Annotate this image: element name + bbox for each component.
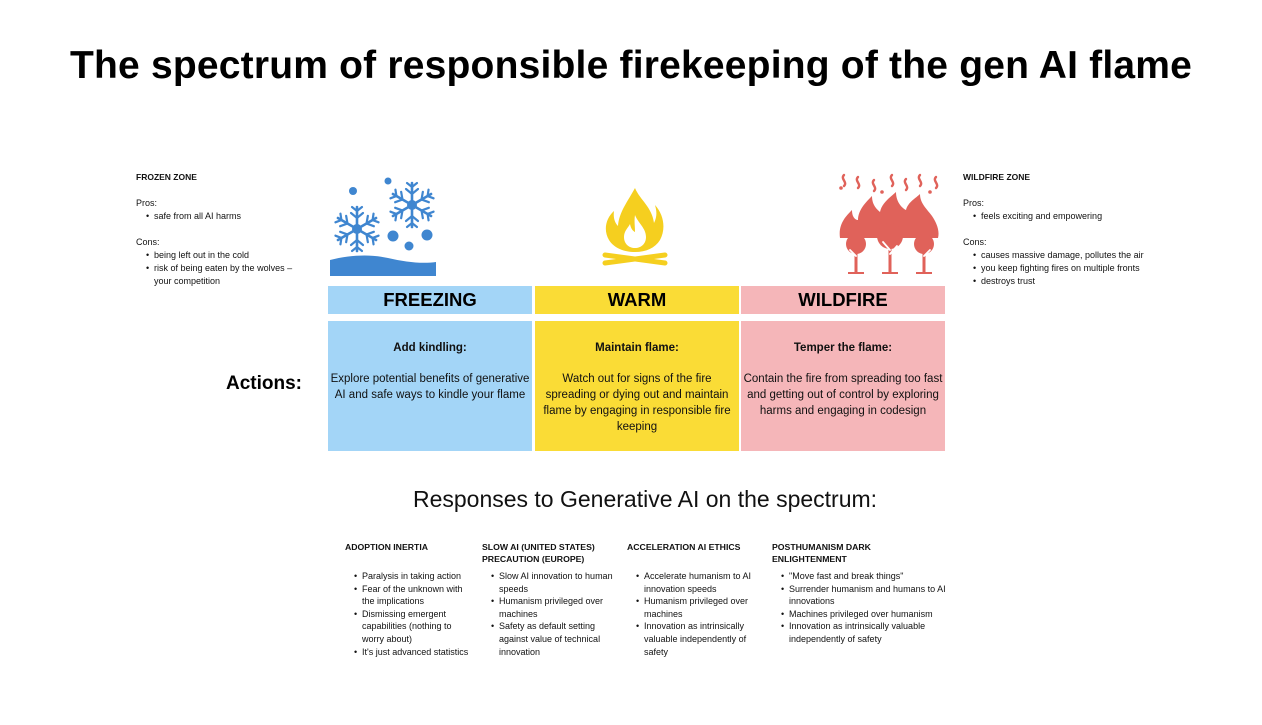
wildfire-cons-label: Cons: xyxy=(963,236,987,247)
response-heading: SLOW AI (UNITED STATES) PRECAUTION (EURO… xyxy=(482,542,595,564)
list-item: Fear of the unknown with the implication… xyxy=(354,583,475,608)
list-item: Slow AI innovation to human speeds xyxy=(491,570,622,595)
frozen-cons-label: Cons: xyxy=(136,236,160,247)
page-title: The spectrum of responsible firekeeping … xyxy=(69,44,1193,87)
list-item: Humanism privileged over machines xyxy=(491,595,622,620)
response-list: Paralysis in taking action Fear of the u… xyxy=(345,570,475,658)
list-item: feels exciting and empowering xyxy=(973,210,1173,223)
list-item: destroys trust xyxy=(973,275,1173,288)
list-item: you keep fighting fires on multiple fron… xyxy=(973,262,1173,275)
wildfire-zone-heading: WILDFIRE ZONE xyxy=(963,172,1031,182)
action-text: Watch out for signs of the fire spreadin… xyxy=(543,373,731,433)
action-title: Temper the flame: xyxy=(793,342,893,354)
response-acceleration-ethics: ACCELERATION AI ETHICS Accelerate humani… xyxy=(627,541,762,658)
wildfire-pros-label: Pros: xyxy=(963,197,985,208)
action-title: Maintain flame: xyxy=(595,342,679,354)
list-item: Surrender humanism and humans to AI inno… xyxy=(781,583,947,608)
list-item: It's just advanced statistics xyxy=(354,646,475,659)
actions-label: Actions: xyxy=(226,373,302,394)
phase-freezing: FREEZING xyxy=(328,286,532,314)
list-item: causes massive damage, pollutes the air xyxy=(973,249,1173,262)
response-posthumanism: POSTHUMANISM DARK ENLIGHTENMENT "Move fa… xyxy=(772,541,947,646)
frozen-zone-heading: FROZEN ZONE xyxy=(136,172,197,182)
wildfire-zone-notes: WILDFIRE ZONE Pros: feels exciting and e… xyxy=(963,171,1173,287)
responses-subtitle: Responses to Generative AI on the spectr… xyxy=(412,486,878,512)
frozen-pros-list: safe from all AI harms xyxy=(136,210,311,223)
phase-warm: WARM xyxy=(535,286,739,314)
response-heading: ADOPTION INERTIA xyxy=(345,542,429,552)
wildfire-cons-list: causes massive damage, pollutes the air … xyxy=(963,249,1173,287)
list-item: Accelerate humanism to AI innovation spe… xyxy=(636,570,762,595)
snowflake-icon xyxy=(330,176,438,278)
list-item: "Move fast and break things" xyxy=(781,570,947,583)
response-heading: ACCELERATION AI ETHICS xyxy=(627,542,741,552)
list-item: Machines privileged over humanism xyxy=(781,608,947,621)
campfire-icon xyxy=(600,185,670,267)
response-list: Accelerate humanism to AI innovation spe… xyxy=(627,570,762,658)
list-item: Innovation as intrinsically valuable ind… xyxy=(636,620,762,658)
response-list: "Move fast and break things" Surrender h… xyxy=(772,570,947,646)
action-title: Add kindling: xyxy=(393,342,467,354)
action-box-freezing: Add kindling: Explore potential benefits… xyxy=(328,321,532,451)
action-text: Explore potential benefits of generative… xyxy=(330,373,530,401)
list-item: risk of being eaten by the wolves – your… xyxy=(146,262,311,287)
list-item: Dismissing emergent capabilities (nothin… xyxy=(354,608,475,646)
phase-wildfire: WILDFIRE xyxy=(741,286,945,314)
list-item: safe from all AI harms xyxy=(146,210,311,223)
list-item: Humanism privileged over machines xyxy=(636,595,762,620)
list-item: Safety as default setting against value … xyxy=(491,620,622,658)
response-list: Slow AI innovation to human speeds Human… xyxy=(482,570,622,658)
wildfire-pros-list: feels exciting and empowering xyxy=(963,210,1173,223)
response-heading: POSTHUMANISM DARK ENLIGHTENMENT xyxy=(772,542,871,564)
list-item: being left out in the cold xyxy=(146,249,311,262)
wildfire-icon xyxy=(836,172,944,276)
list-item: Innovation as intrinsically valuable ind… xyxy=(781,620,947,645)
list-item: Paralysis in taking action xyxy=(354,570,475,583)
frozen-zone-notes: FROZEN ZONE Pros: safe from all AI harms… xyxy=(136,171,311,287)
frozen-pros-label: Pros: xyxy=(136,197,158,208)
frozen-cons-list: being left out in the cold risk of being… xyxy=(136,249,311,287)
action-box-wildfire: Temper the flame: Contain the fire from … xyxy=(741,321,945,451)
response-adoption-inertia: ADOPTION INERTIA Paralysis in taking act… xyxy=(345,541,475,658)
action-box-warm: Maintain flame: Watch out for signs of t… xyxy=(535,321,739,451)
response-slow-ai: SLOW AI (UNITED STATES) PRECAUTION (EURO… xyxy=(482,541,622,658)
action-text: Contain the fire from spreading too fast… xyxy=(743,373,943,417)
